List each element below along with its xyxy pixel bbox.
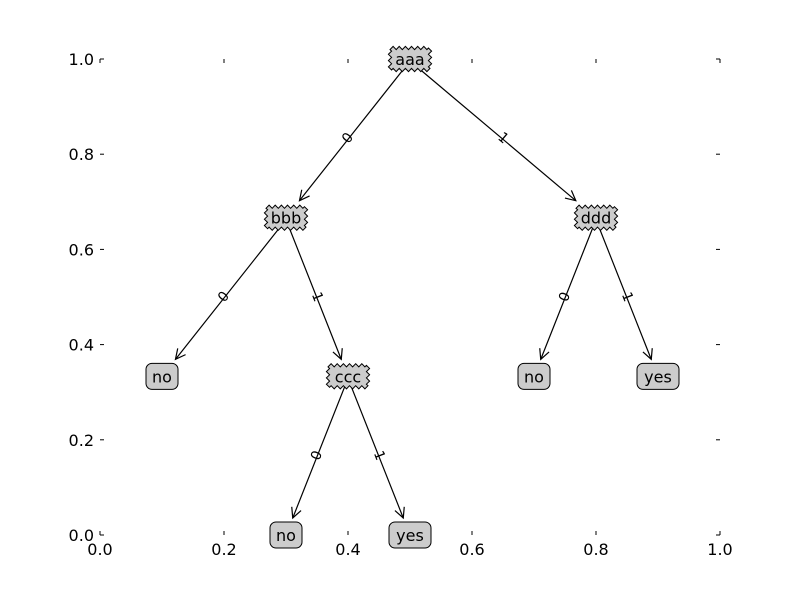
arrowhead-icon	[332, 348, 343, 361]
x-tick-label: 0.8	[583, 540, 608, 559]
leaf-box	[145, 362, 179, 390]
node-label: ddd	[581, 209, 611, 228]
arrowhead-icon	[174, 348, 186, 361]
decision-node: bbb	[263, 204, 309, 232]
leaf-node: no	[517, 362, 551, 390]
edge-line	[347, 378, 404, 519]
arrowhead-icon	[298, 189, 310, 202]
edge-line	[409, 60, 577, 202]
edge-line	[285, 219, 342, 360]
leaf-box	[388, 521, 432, 549]
edge-line	[292, 378, 349, 519]
node-label: no	[152, 367, 172, 386]
node-label: no	[276, 526, 296, 545]
arrowhead-icon	[539, 348, 550, 361]
arrowhead-icon	[564, 190, 577, 202]
leaf-node: yes	[636, 362, 680, 390]
edge-line	[298, 60, 411, 202]
edge-label: 0	[308, 449, 326, 463]
leaf-box	[517, 362, 551, 390]
x-tick-label: 0.4	[335, 540, 360, 559]
y-tick-label: 0.4	[69, 336, 94, 355]
y-tick-label: 1.0	[69, 50, 94, 69]
y-tick-label: 0.0	[69, 526, 94, 545]
axis-ticks: 0.0 0.2 0.4 0.6 0.8 1.0 0.0 0.2 0.4 0.6 0.8 1.0	[69, 50, 733, 559]
node-label: yes	[396, 526, 424, 545]
decision-box	[573, 204, 619, 232]
edge-line	[595, 219, 652, 360]
arrowhead-icon	[291, 506, 302, 520]
node-label: aaa	[395, 50, 424, 69]
y-tick-label: 0.8	[69, 145, 94, 164]
leaf-box	[636, 362, 680, 390]
edge-line	[174, 219, 287, 360]
y-tick-label: 0.6	[69, 240, 94, 259]
edge-label: 0	[215, 289, 233, 306]
x-tick-label: 1.0	[707, 540, 732, 559]
edge-label: 1	[308, 290, 326, 304]
x-tick-label: 0.0	[87, 540, 112, 559]
edge-label: 0	[556, 290, 574, 304]
leaf-node: no	[145, 362, 179, 390]
decision-box	[387, 45, 433, 73]
arrowhead-icon	[394, 506, 405, 520]
decision-box	[325, 362, 371, 390]
tree-nodes: aaa bbb ddd no ccc no yes no yes	[145, 45, 680, 549]
edge-label: 0	[339, 130, 357, 147]
x-tick-label: 0.6	[459, 540, 484, 559]
decision-node: ddd	[573, 204, 619, 232]
leaf-box	[269, 521, 303, 549]
leaf-node: no	[269, 521, 303, 549]
node-label: ccc	[335, 367, 361, 386]
arrowhead-icon	[642, 348, 653, 361]
node-label: yes	[644, 367, 672, 386]
decision-node: aaa	[387, 45, 433, 73]
decision-node: ccc	[325, 362, 371, 390]
decision-box	[263, 204, 309, 232]
edge-label: 1	[370, 449, 388, 463]
edge-label: 1	[618, 290, 636, 304]
y-tick-label: 0.2	[69, 431, 94, 450]
node-label: no	[524, 367, 544, 386]
x-tick-label: 0.2	[211, 540, 236, 559]
node-label: bbb	[271, 209, 301, 228]
edge-line	[540, 219, 597, 360]
leaf-node: yes	[388, 521, 432, 549]
